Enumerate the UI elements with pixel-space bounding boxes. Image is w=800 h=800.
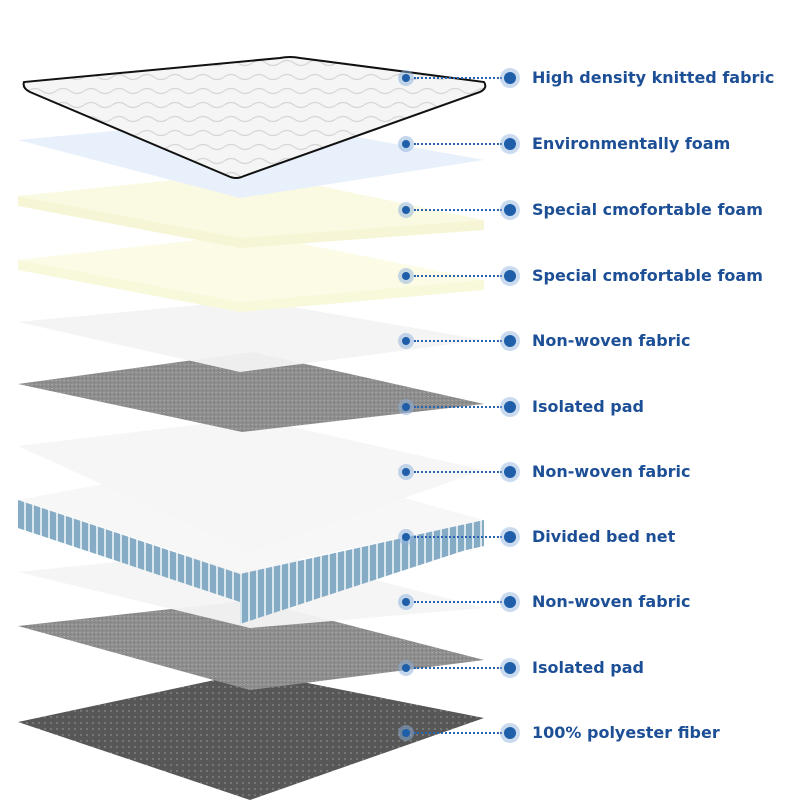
callout-marker-dot	[504, 727, 516, 739]
callout-anchor-dot	[402, 206, 410, 214]
callout-anchor-dot	[402, 74, 410, 82]
callout-label: Divided bed net	[532, 527, 676, 546]
callout-marker-dot	[504, 531, 516, 543]
callout-env: Environmentally foam	[400, 132, 800, 156]
callout-label: 100% polyester fiber	[532, 723, 720, 742]
callout-leader-line	[414, 209, 502, 211]
callout-pad1: Isolated pad	[400, 395, 800, 419]
callout-anchor-dot	[402, 533, 410, 541]
layer-isolated-pad-bottom	[18, 600, 484, 690]
callout-pad2: Isolated pad	[400, 656, 800, 680]
layer-knitted-fabric	[22, 56, 487, 179]
callout-anchor-dot	[402, 272, 410, 280]
callout-anchor-dot	[402, 403, 410, 411]
callout-marker-dot	[504, 466, 516, 478]
callout-net: Divided bed net	[400, 525, 800, 549]
callout-label: Environmentally foam	[532, 134, 731, 153]
callout-leader-line	[414, 536, 502, 538]
callout-anchor-dot	[402, 598, 410, 606]
callout-anchor-dot	[402, 468, 410, 476]
callout-marker-dot	[504, 335, 516, 347]
callout-leader-line	[414, 340, 502, 342]
callout-foam1: Special cmofortable foam	[400, 198, 800, 222]
callout-nw3: Non-woven fabric	[400, 590, 800, 614]
callout-anchor-dot	[402, 140, 410, 148]
callout-leader-line	[414, 471, 502, 473]
callout-label: Isolated pad	[532, 658, 644, 677]
callout-top: High density knitted fabric	[400, 66, 800, 90]
callout-anchor-dot	[402, 729, 410, 737]
callout-leader-line	[414, 406, 502, 408]
callout-nw1: Non-woven fabric	[400, 329, 800, 353]
layer-non-woven-fabric-1	[18, 300, 484, 372]
callout-marker-dot	[504, 662, 516, 674]
callout-leader-line	[414, 732, 502, 734]
callout-label: Non-woven fabric	[532, 592, 691, 611]
callout-label: Non-woven fabric	[532, 331, 691, 350]
callout-marker-dot	[504, 204, 516, 216]
callout-label: Special cmofortable foam	[532, 266, 763, 285]
callout-leader-line	[414, 667, 502, 669]
callout-foam2: Special cmofortable foam	[400, 264, 800, 288]
callout-marker-dot	[504, 138, 516, 150]
callout-label: Isolated pad	[532, 397, 644, 416]
callout-anchor-dot	[402, 664, 410, 672]
callout-label: High density knitted fabric	[532, 68, 775, 87]
callout-marker-dot	[504, 401, 516, 413]
layer-special-comfortable-foam-1	[18, 172, 484, 248]
callout-label: Non-woven fabric	[532, 462, 691, 481]
layer-polyester-fiber	[18, 672, 484, 800]
callout-nw2: Non-woven fabric	[400, 460, 800, 484]
callout-leader-line	[414, 601, 502, 603]
callout-leader-line	[414, 77, 502, 79]
callout-leader-line	[414, 143, 502, 145]
callout-leader-line	[414, 275, 502, 277]
callout-fiber: 100% polyester fiber	[400, 721, 800, 745]
callout-marker-dot	[504, 596, 516, 608]
callout-marker-dot	[504, 72, 516, 84]
layer-non-woven-fabric-2	[18, 418, 484, 552]
callout-label: Special cmofortable foam	[532, 200, 763, 219]
layer-isolated-pad-top	[18, 352, 484, 432]
layer-special-comfortable-foam-2	[18, 234, 484, 312]
callout-anchor-dot	[402, 337, 410, 345]
callout-marker-dot	[504, 270, 516, 282]
